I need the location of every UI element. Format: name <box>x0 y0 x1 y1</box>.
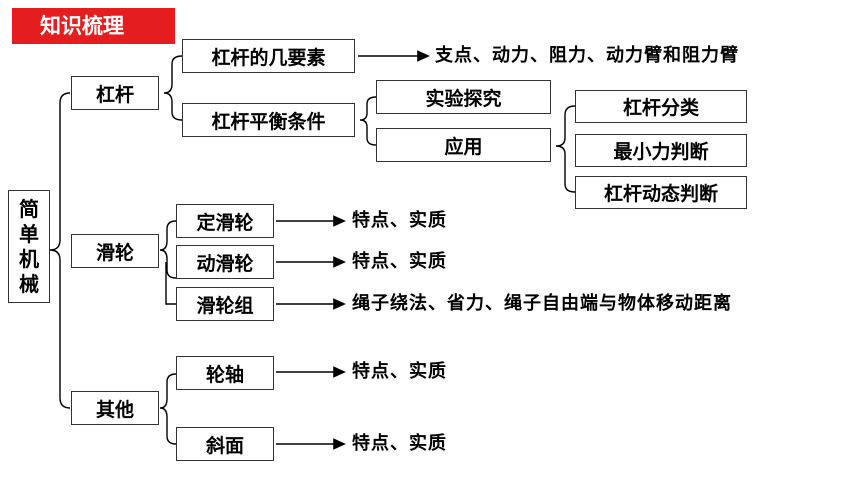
brace-root <box>49 92 71 409</box>
brace-pulley <box>159 220 177 279</box>
wheel-axle-detail: 特点、实质 <box>352 361 447 382</box>
root-char: 机 <box>19 246 39 271</box>
movable-pulley-detail: 特点、实质 <box>352 251 447 272</box>
arrow-incline <box>276 438 346 450</box>
fixed-pulley-detail: 特点、实质 <box>352 210 447 231</box>
brace-balance <box>359 96 377 146</box>
arrow-block <box>276 298 346 310</box>
node-incline: 斜面 <box>176 427 274 461</box>
node-experiment-explore: 实验探究 <box>376 80 551 114</box>
brace-application <box>555 105 576 193</box>
node-lever-balance: 杠杆平衡条件 <box>182 103 355 137</box>
node-pulley-block: 滑轮组 <box>176 287 274 321</box>
node-lever-elements: 杠杆的几要素 <box>182 39 355 73</box>
brace-others <box>159 373 177 445</box>
node-movable-pulley: 动滑轮 <box>176 245 274 279</box>
root-char: 单 <box>19 221 39 246</box>
arrow-movable <box>276 256 346 268</box>
section-title-banner: 知识梳理 <box>12 8 175 44</box>
node-min-force: 最小力判断 <box>575 134 747 167</box>
incline-detail: 特点、实质 <box>352 433 447 454</box>
node-lever-dynamic: 杠杆动态判断 <box>575 176 747 209</box>
node-lever-classification: 杠杆分类 <box>575 90 747 123</box>
arrow-fixed <box>276 215 346 227</box>
node-fixed-pulley: 定滑轮 <box>176 204 274 238</box>
lever-elements-detail: 支点、动力、阻力、动力臂和阻力臂 <box>435 45 739 66</box>
root-char: 简 <box>19 196 39 221</box>
arrow-elements <box>358 50 430 62</box>
root-char: 械 <box>19 271 39 296</box>
pulley-block-detail: 绳子绕法、省力、绳子自由端与物体移动距离 <box>352 293 732 314</box>
node-pulley: 滑轮 <box>71 234 159 268</box>
root-node-simple-machines: 简 单 机 械 <box>8 190 50 303</box>
line-pulley-block <box>165 262 176 305</box>
node-application: 应用 <box>376 128 551 162</box>
arrow-axle <box>276 366 346 378</box>
node-others: 其他 <box>71 391 159 425</box>
node-lever: 杠杆 <box>71 76 159 110</box>
brace-lever <box>163 55 183 121</box>
node-wheel-axle: 轮轴 <box>176 356 274 390</box>
